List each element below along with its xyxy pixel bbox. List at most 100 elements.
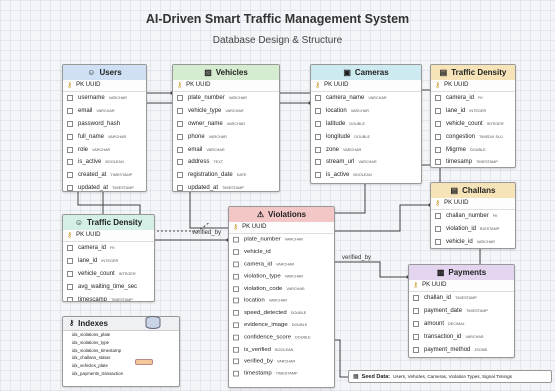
field-icon: [233, 334, 239, 341]
field-icon: [67, 283, 73, 290]
users-pk-label: PK UUID: [76, 82, 101, 88]
index-item: idx_challans_status: [72, 355, 111, 361]
vehicles-pk-label: PK UUID: [186, 82, 211, 88]
field-type: DOUBLE: [291, 323, 308, 328]
field-icon: [67, 270, 73, 277]
field-name: owner_name: [188, 120, 223, 127]
seed-data-note: ▦ Seed Data: Users, Vehicles, Cameras, V…: [348, 370, 552, 383]
challans-primary-key: ⚷PK UUID: [431, 198, 515, 210]
seed-data-label: Seed Data:: [361, 373, 391, 380]
field-type: VARCHAR: [368, 96, 387, 101]
field-icon: [233, 285, 239, 292]
diagram-subtitle: Database Design & Structure: [212, 35, 343, 46]
field-icon: [67, 245, 73, 252]
key-icon: ⚷: [315, 82, 321, 89]
diagram-title: AI-Driven Smart Traffic Management Syste…: [145, 12, 410, 26]
indexes-title: Indexes: [78, 319, 108, 328]
field-type: FK: [478, 96, 483, 101]
challans-pk-label: PK UUID: [444, 200, 469, 206]
field-type: TIMESTAMP: [222, 185, 244, 190]
document-icon: ▤: [450, 186, 459, 195]
field-type: INTEGER: [101, 259, 119, 264]
index-item: idx_violations_timestamp: [72, 347, 122, 353]
field-type: VARCHAR: [284, 238, 303, 242]
challans-table-title: Challans: [462, 186, 496, 195]
field-icon: [435, 120, 441, 127]
field-type: TIMESTAMP: [466, 309, 488, 314]
cameras-table-title: Cameras: [354, 68, 389, 77]
field-name: created_at: [78, 172, 107, 179]
field-row: password_hash: [63, 118, 146, 131]
field-name: violation_type: [244, 273, 281, 280]
key-icon: ⚷: [233, 224, 239, 231]
indexes-header: ⚷ Indexes: [63, 317, 179, 331]
field-name: vehicle_count: [78, 270, 115, 277]
field-type: DOUBLE: [354, 134, 370, 139]
field-type: INTEGER: [486, 121, 504, 126]
chart-icon: ▤: [439, 68, 448, 77]
field-icon: [233, 298, 239, 304]
field-icon: [67, 159, 73, 166]
payments-pk-label: PK UUID: [422, 282, 447, 288]
field-type: VARCHAR: [228, 96, 247, 101]
field-type: VARCHAR: [208, 134, 227, 139]
users-primary-key: ⚷PK UUID: [63, 80, 146, 92]
field-icon: [67, 296, 73, 301]
cameras-table-header: ▣ Cameras: [311, 65, 421, 80]
field-name: is_verified: [244, 346, 272, 353]
card-icon: ▩: [436, 268, 445, 277]
field-icon: [435, 146, 441, 153]
field-icon: [177, 120, 183, 127]
key-icon: ⚷: [67, 82, 73, 89]
field-name: verified_by: [244, 358, 274, 365]
field-name: violation_code: [244, 285, 283, 292]
field-name: address: [188, 159, 210, 166]
field-row: vehicle_id: [229, 246, 334, 258]
field-type: VARCHAR: [96, 109, 115, 114]
field-icon: [67, 172, 73, 179]
database-icon: [145, 316, 161, 329]
index-item: idx_vehicles_plate: [72, 363, 108, 369]
field-type: VARCHAR: [343, 147, 362, 152]
field-icon: [233, 358, 239, 365]
vehicles-table-header: ▧ Vehicles: [173, 65, 279, 80]
field-icon: [435, 95, 441, 102]
field-icon: [67, 258, 73, 265]
field-name: email: [78, 108, 93, 115]
field-type: DOUBLE: [470, 147, 486, 152]
field-type: TIMESTAMP: [476, 160, 498, 165]
field-type: FK: [110, 246, 115, 251]
traffic-density-left-primary-key: ⚷PK UUID: [63, 230, 154, 242]
field-type: VARCHAR: [108, 96, 127, 101]
field-type: TEXT: [213, 160, 224, 165]
field-name: evidence_image: [244, 322, 288, 329]
traffic-density-left-title: Traffic Density: [87, 218, 143, 227]
person-icon: ☺: [74, 218, 84, 227]
field-type: VARCHAR: [277, 359, 296, 364]
field-type: JSONB: [474, 347, 488, 352]
